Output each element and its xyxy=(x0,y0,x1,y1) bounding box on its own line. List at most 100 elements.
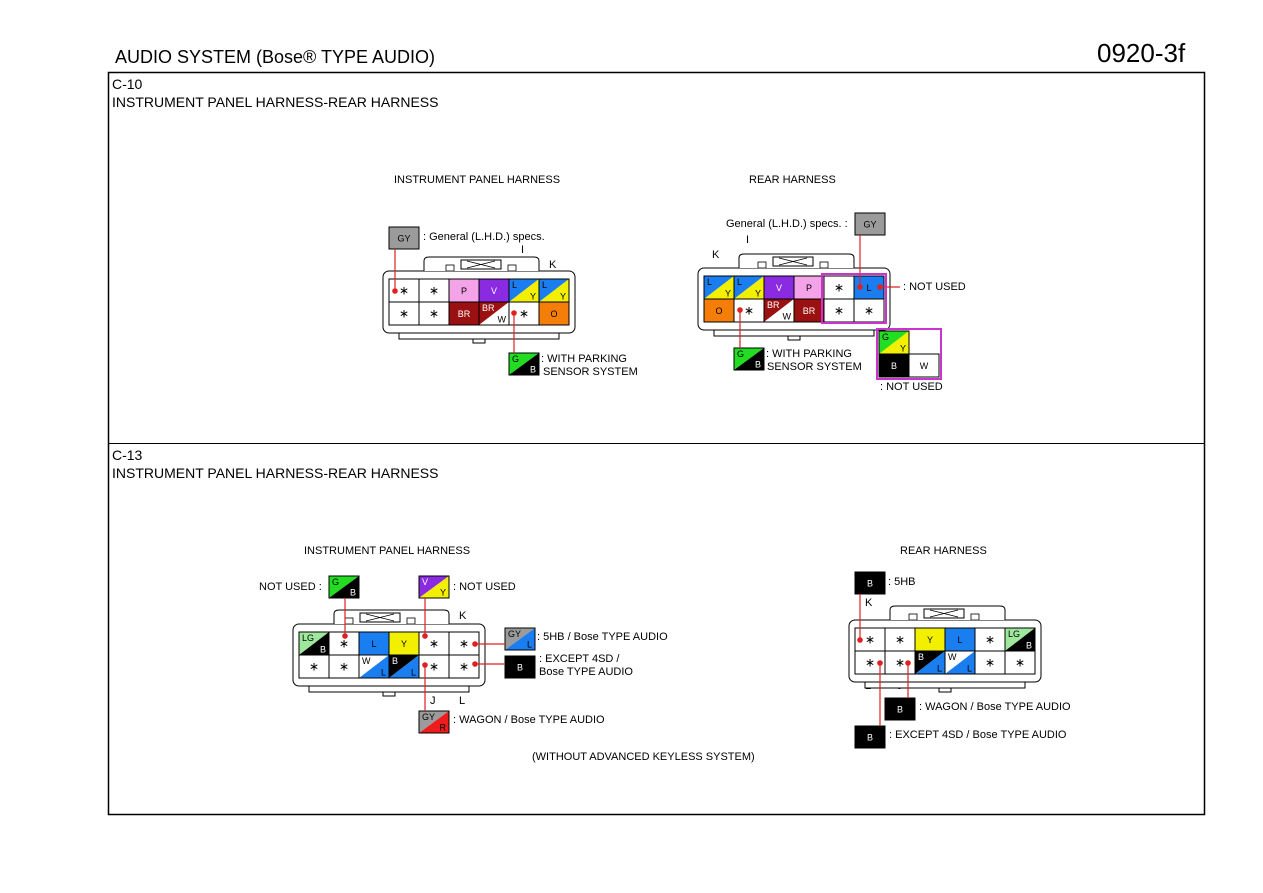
svg-text:∗: ∗ xyxy=(744,304,754,318)
c10-ip-pin-top-4: V xyxy=(478,278,510,303)
svg-text:∗: ∗ xyxy=(519,307,529,321)
c13-rear-pin-top-3: Y xyxy=(914,627,946,652)
svg-text:B: B xyxy=(867,579,873,589)
c13-rear-pin-top-6: LGB xyxy=(1004,627,1036,652)
c10-ip-callout-gy-box: GY xyxy=(388,226,420,250)
svg-text:G: G xyxy=(737,349,744,359)
c13-ip-tag-k: K xyxy=(459,610,467,622)
c13-ip-callout-notused-right: : NOT USED xyxy=(453,581,516,593)
svg-text:∗: ∗ xyxy=(429,660,439,674)
svg-text:GY: GY xyxy=(508,629,521,639)
svg-text:∗: ∗ xyxy=(895,656,905,670)
c13-ip-callout-except4sd: : EXCEPT 4SD / xyxy=(539,653,620,665)
section-title-c13: INSTRUMENT PANEL HARNESS-REAR HARNESS xyxy=(112,465,439,481)
c13-ip-callout-except4sd-box: B xyxy=(504,655,536,679)
svg-text:Y: Y xyxy=(530,292,536,302)
c13-ip-pin-top-3: L xyxy=(358,631,390,656)
c10-rear-callout-parking-text: : WITH PARKING xyxy=(766,348,852,360)
c10-ip-tag-k: K xyxy=(549,259,557,271)
svg-text:BR: BR xyxy=(482,303,495,313)
svg-text:V: V xyxy=(422,577,428,587)
section-label-c13: C-13 xyxy=(112,447,143,463)
svg-text:G: G xyxy=(882,332,889,342)
c10-rear-callout-parking-box: GB xyxy=(733,347,765,371)
svg-text:∗: ∗ xyxy=(429,637,439,651)
svg-text:Y: Y xyxy=(900,344,906,354)
c13-ip-dot-5hb xyxy=(472,641,478,647)
c10-ip-pin-top-5: LY xyxy=(508,278,540,303)
svg-text:∗: ∗ xyxy=(865,633,875,647)
c13-rear-callout-5hb-box: B xyxy=(854,571,886,595)
c10-rear-tag-k: K xyxy=(712,249,720,261)
svg-text:Y: Y xyxy=(560,292,566,302)
c13-ip-callout-5hb: : 5HB / Bose TYPE AUDIO xyxy=(537,631,668,643)
svg-text:V: V xyxy=(491,286,497,296)
c13-ip-callout-wagon-box: GYR xyxy=(418,710,450,734)
section-title-c10: INSTRUMENT PANEL HARNESS-REAR HARNESS xyxy=(112,94,439,110)
c10-rear-frame-a xyxy=(821,273,887,324)
svg-text:∗: ∗ xyxy=(459,637,469,651)
svg-text:∗: ∗ xyxy=(865,656,875,670)
c13-rear-callout-5hb: : 5HB xyxy=(888,576,916,588)
svg-text:L: L xyxy=(866,283,871,293)
svg-text:GY: GY xyxy=(397,234,410,244)
svg-text:∗: ∗ xyxy=(834,281,844,295)
c13-rear-pin-bottom-5: ∗ xyxy=(974,650,1006,675)
svg-text:∗: ∗ xyxy=(459,660,469,674)
c13-ip-callout-notused-right-box: VY xyxy=(418,575,450,599)
c10-ip-callout-parking-text: : WITH PARKING xyxy=(541,353,627,365)
c13-rear-dot-wagon xyxy=(905,660,911,666)
c13-rear-pin-bottom-6: ∗ xyxy=(1004,650,1036,675)
c10-ip-pin-top-3: P xyxy=(448,278,480,303)
svg-text:∗: ∗ xyxy=(339,660,349,674)
c10-ip-pin-bottom-2: ∗ xyxy=(418,301,450,326)
c10-rear-pin-top-5: ∗ xyxy=(823,275,855,300)
c13-ip-pin-bottom-5: ∗ xyxy=(418,654,450,679)
c10-rear-dot-gy xyxy=(857,284,863,290)
c13-rear-dot-5hb xyxy=(857,637,863,643)
c13-ip-heading: INSTRUMENT PANEL HARNESS xyxy=(304,545,471,557)
c10-ip-dot-gy xyxy=(392,288,398,294)
svg-text:L: L xyxy=(381,668,386,678)
c10-rear-pin-top-1: LY xyxy=(703,275,735,300)
c10-rear-pin-bottom-4: BR xyxy=(793,298,825,323)
c10-ip-pin-bottom-1: ∗ xyxy=(388,301,420,326)
svg-text:P: P xyxy=(461,286,467,296)
svg-text:B: B xyxy=(530,365,536,375)
svg-text:L: L xyxy=(937,664,942,674)
svg-text:W: W xyxy=(783,312,792,322)
c13-rear-pin-bottom-4: WL xyxy=(944,650,976,675)
c10-rear-pin-bottom-5: ∗ xyxy=(823,298,855,323)
c13-ip-callout-5hb-box: GYL xyxy=(504,627,536,651)
svg-text:∗: ∗ xyxy=(399,284,409,298)
c13-ip-callout-notused-left-box: GB xyxy=(328,575,360,599)
c13-rear-heading: REAR HARNESS xyxy=(900,545,987,557)
c13-rear-callout-wagon-box: B xyxy=(884,697,916,721)
c13-ip-pin-bottom-4: BL xyxy=(388,654,420,679)
c13-rear-callout-except4sd: : EXCEPT 4SD / Bose TYPE AUDIO xyxy=(889,729,1067,741)
c13-ip-pin-top-4: Y xyxy=(388,631,420,656)
c10-rear-pin-bottom-2: ∗ xyxy=(733,298,765,323)
svg-text:GY: GY xyxy=(422,712,435,722)
svg-text:L: L xyxy=(957,635,962,645)
c10-rear-notused-box-w: W xyxy=(908,353,940,378)
svg-text:B: B xyxy=(320,645,326,655)
page-code: 0920-3f xyxy=(1097,38,1186,68)
svg-text:B: B xyxy=(897,705,903,715)
c10-rear-dot-parking xyxy=(737,307,743,313)
svg-text:Y: Y xyxy=(401,639,407,649)
c10-rear-frame-b xyxy=(876,328,942,380)
c13-ip-dot-except4sd xyxy=(472,661,478,667)
c13-rear-callout-except4sd-box: B xyxy=(854,725,886,749)
svg-text:∗: ∗ xyxy=(985,656,995,670)
svg-text:B: B xyxy=(1026,641,1032,651)
c10-ip-pin-top-6: LY xyxy=(538,278,570,303)
page-title: AUDIO SYSTEM (Bose® TYPE AUDIO) xyxy=(115,47,436,67)
c13-ip-pin-bottom-3: WL xyxy=(358,654,390,679)
c10-rear-pin-bottom-6: ∗ xyxy=(853,298,885,323)
c10-rear-pin-bottom-3: BRW xyxy=(763,298,795,323)
c10-rear-callout-parking-text2: SENSOR SYSTEM xyxy=(767,361,862,373)
c10-ip-callout-gy-text: : General (L.H.D.) specs. xyxy=(423,231,545,243)
svg-text:∗: ∗ xyxy=(399,307,409,321)
